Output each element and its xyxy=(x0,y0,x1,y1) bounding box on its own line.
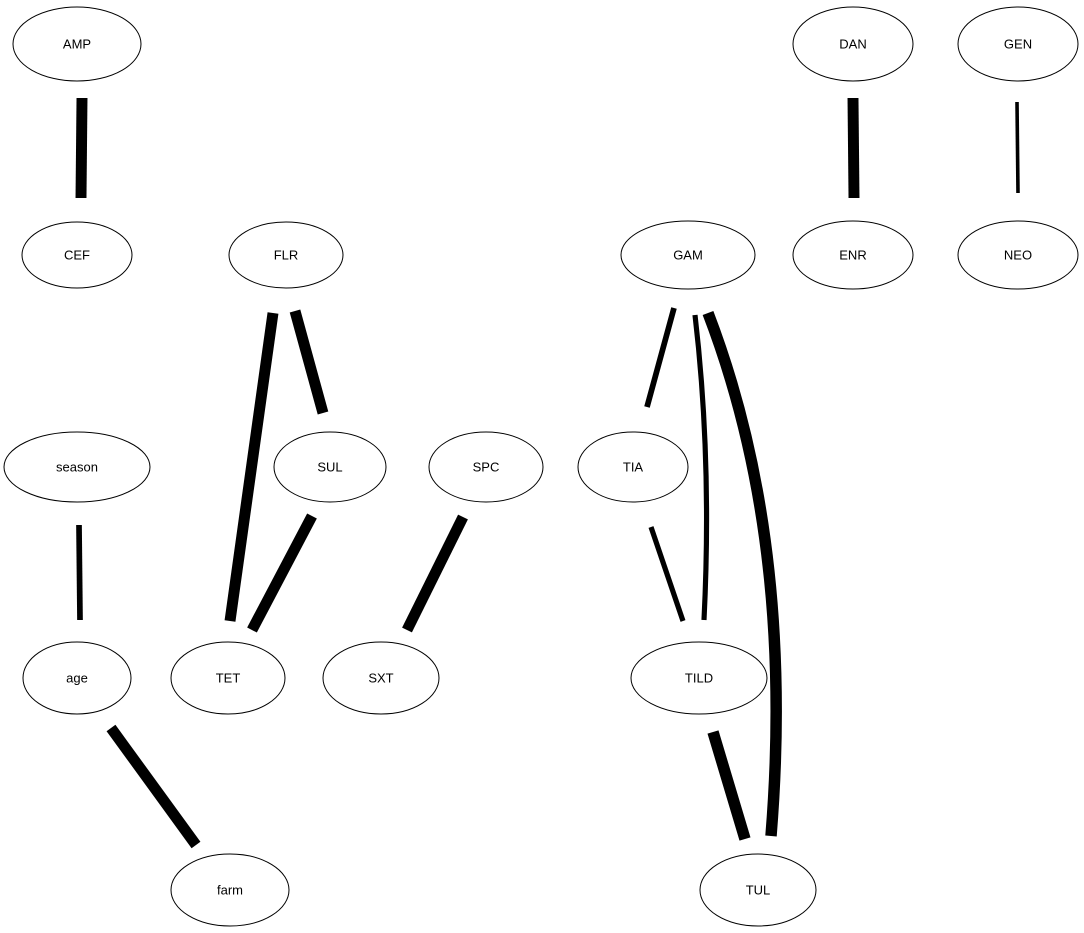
node-ellipse xyxy=(170,641,286,715)
node-ellipse xyxy=(3,431,151,503)
node-label: SXT xyxy=(368,671,393,686)
edge-flr-tet xyxy=(224,312,279,622)
edge-season-age xyxy=(76,524,83,621)
edge-tild-tul xyxy=(707,730,751,841)
edge-sul-tet xyxy=(247,513,317,633)
node-farm[interactable]: farm xyxy=(170,853,290,927)
node-ellipse xyxy=(428,431,544,503)
node-ellipse xyxy=(630,641,768,715)
node-label: ENR xyxy=(839,248,866,263)
node-cef[interactable]: CEF xyxy=(21,221,133,289)
node-ellipse xyxy=(792,220,914,290)
node-label: TIA xyxy=(623,460,644,475)
node-label: GEN xyxy=(1004,37,1032,52)
edge-gam-tul xyxy=(702,310,782,837)
edge-tia-tild xyxy=(648,526,686,622)
node-label: TILD xyxy=(685,671,713,686)
nodes-layer: AMP CEF FLR DAN ENR GEN NEO GAM season SUL SPC TIA a… xyxy=(3,6,1079,927)
node-label: season xyxy=(56,460,98,475)
node-label: TUL xyxy=(746,883,771,898)
node-amp[interactable]: AMP xyxy=(12,6,142,82)
edges-layer xyxy=(75,97,1020,849)
node-label: AMP xyxy=(63,37,91,52)
node-enr[interactable]: ENR xyxy=(792,220,914,290)
edge-gam-tia xyxy=(644,307,677,408)
node-label: NEO xyxy=(1004,248,1032,263)
node-sul[interactable]: SUL xyxy=(273,431,387,503)
node-label: CEF xyxy=(64,248,90,263)
node-ellipse xyxy=(273,431,387,503)
node-tild[interactable]: TILD xyxy=(630,641,768,715)
node-ellipse xyxy=(22,641,132,715)
node-dan[interactable]: DAN xyxy=(792,6,914,82)
node-label: TET xyxy=(216,671,241,686)
node-label: SPC xyxy=(473,460,500,475)
node-gen[interactable]: GEN xyxy=(957,6,1079,82)
edge-gen-neo xyxy=(1015,101,1020,194)
node-spc[interactable]: SPC xyxy=(428,431,544,503)
node-gam[interactable]: GAM xyxy=(620,220,756,290)
edge-spc-sxt xyxy=(402,514,468,633)
node-label: GAM xyxy=(673,248,703,263)
node-ellipse xyxy=(620,220,756,290)
node-ellipse xyxy=(170,853,290,927)
node-label: farm xyxy=(217,883,243,898)
node-tia[interactable]: TIA xyxy=(577,431,689,503)
edge-gam-tild xyxy=(692,314,710,621)
node-ellipse xyxy=(12,6,142,82)
node-label: age xyxy=(66,671,88,686)
node-sxt[interactable]: SXT xyxy=(322,641,440,715)
node-ellipse xyxy=(957,220,1079,290)
edge-amp-cef xyxy=(75,97,88,199)
node-ellipse xyxy=(21,221,133,289)
node-label: FLR xyxy=(274,248,299,263)
node-label: SUL xyxy=(317,460,342,475)
node-tet[interactable]: TET xyxy=(170,641,286,715)
node-ellipse xyxy=(577,431,689,503)
node-age[interactable]: age xyxy=(22,641,132,715)
edge-age-farm xyxy=(106,724,201,849)
node-neo[interactable]: NEO xyxy=(957,220,1079,290)
node-ellipse xyxy=(699,853,817,927)
node-season[interactable]: season xyxy=(3,431,151,503)
node-ellipse xyxy=(322,641,440,715)
edge-dan-enr xyxy=(847,97,860,199)
node-ellipse xyxy=(228,221,344,289)
node-ellipse xyxy=(957,6,1079,82)
node-ellipse xyxy=(792,6,914,82)
node-flr[interactable]: FLR xyxy=(228,221,344,289)
node-label: DAN xyxy=(839,37,866,52)
node-tul[interactable]: TUL xyxy=(699,853,817,927)
edge-flr-sul xyxy=(289,309,329,415)
